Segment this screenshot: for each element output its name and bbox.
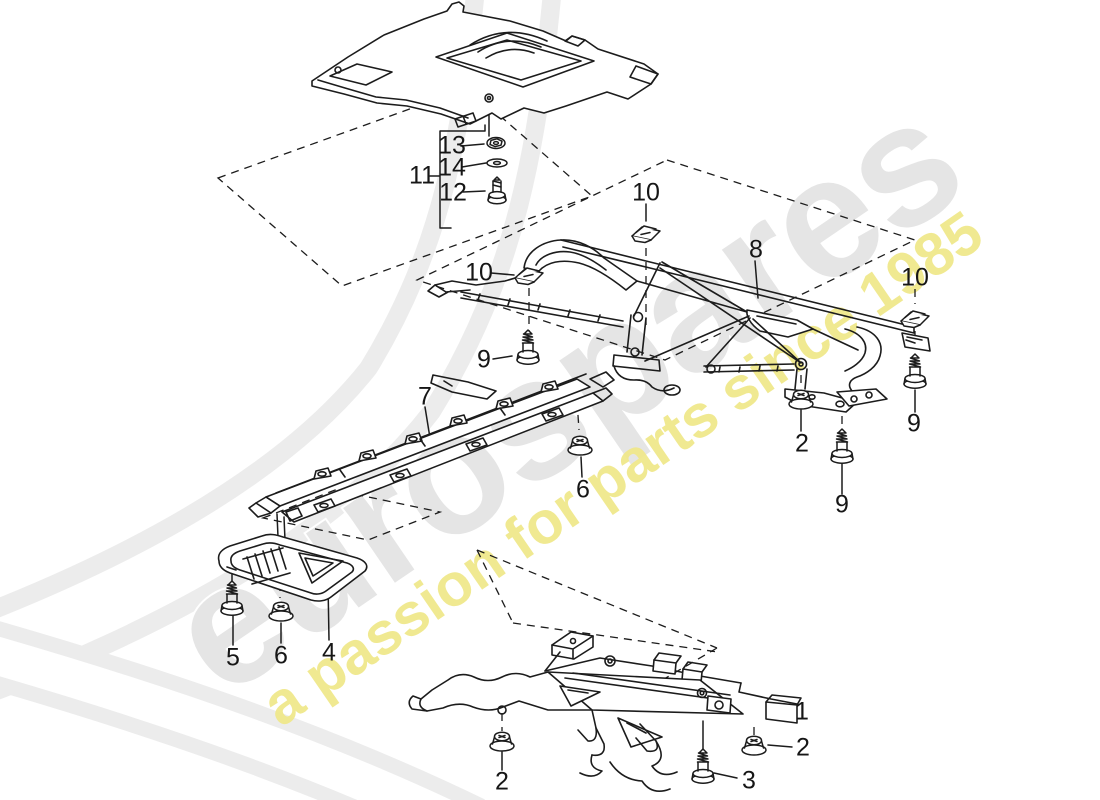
callout-13[interactable]: 13 [438, 131, 466, 160]
callout-5[interactable]: 5 [226, 643, 240, 672]
clip-icon [514, 267, 544, 286]
part-1-underbody-lining-drawing [408, 631, 802, 792]
nut-icon [741, 735, 767, 756]
part-7-sill-trim-drawing [248, 371, 615, 523]
nut-top-icon [486, 136, 506, 150]
callout-6-plate[interactable]: 6 [274, 641, 288, 670]
callout-9-right[interactable]: 9 [907, 409, 921, 438]
screw-icon [691, 748, 715, 784]
callout-3[interactable]: 3 [742, 766, 756, 795]
callout-11[interactable]: 11 [409, 161, 435, 190]
part-11-engine-lining-drawing [311, 1, 659, 128]
washer-icon [486, 158, 508, 168]
callout-9-bottom[interactable]: 9 [835, 490, 849, 519]
swoosh-graphic [0, 0, 561, 800]
callout-14[interactable]: 14 [438, 153, 466, 182]
callout-2-left[interactable]: 2 [495, 767, 509, 796]
callout-10-top[interactable]: 10 [632, 178, 660, 207]
callout-10-left[interactable]: 10 [465, 258, 493, 287]
callout-10-right[interactable]: 10 [901, 263, 929, 292]
nut-icon [489, 731, 515, 752]
callout-2-right[interactable]: 2 [796, 733, 810, 762]
callout-7[interactable]: 7 [418, 382, 432, 411]
callout-6-sill[interactable]: 6 [576, 475, 590, 504]
callout-4[interactable]: 4 [322, 638, 336, 667]
callout-9-left[interactable]: 9 [477, 345, 491, 374]
callout-2-mid[interactable]: 2 [795, 429, 809, 458]
callout-8[interactable]: 8 [749, 235, 763, 264]
screw-icon [903, 353, 927, 389]
callout-12[interactable]: 12 [439, 178, 467, 207]
callout-1[interactable]: 1 [795, 697, 809, 726]
screw-icon [830, 428, 854, 464]
part-4-vent-plate-drawing [217, 533, 368, 602]
